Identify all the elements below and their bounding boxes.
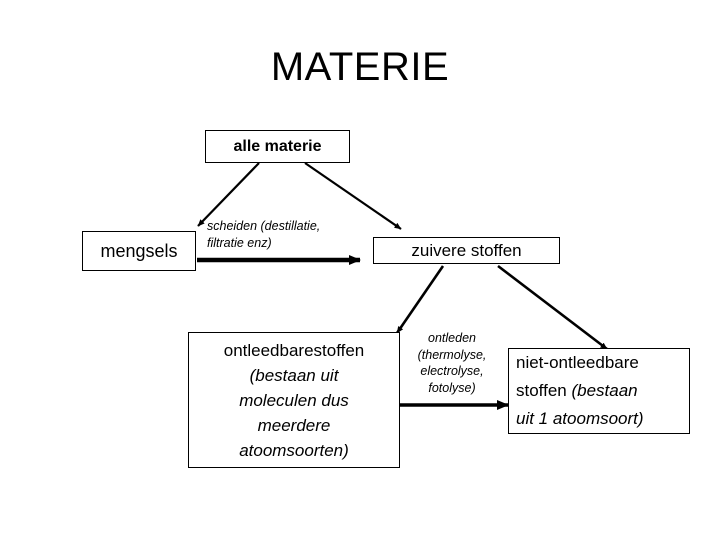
ontleedbare-line-5: atoomsoorten): [239, 440, 349, 460]
node-mengsels-label: mengsels: [100, 240, 178, 261]
ontleedbare-line-1: ontleedbarestoffen: [223, 340, 365, 360]
edge-label-ontleden: ontleden (thermolyse, electrolyse, fotol…: [398, 330, 506, 396]
niet-ontleedbare-line-2-italic: (bestaan: [571, 381, 638, 400]
node-mengsels[interactable]: mengsels: [82, 231, 196, 271]
niet-ontleedbare-line-2: stoffen (bestaan: [516, 377, 644, 405]
connector-zuiverestoffen-ontleedbare: [395, 265, 445, 334]
node-ontleedbare-stoffen[interactable]: ontleedbarestoffen (bestaan uit molecule…: [188, 332, 400, 468]
node-alle-materie[interactable]: alle materie: [205, 130, 350, 163]
edge-label-ontleden-line-3: electrolyse,: [420, 364, 484, 378]
connector-zuiverestoffen-nietontleedbare: [497, 264, 608, 351]
ontleedbare-line-3: moleculen dus: [239, 390, 349, 410]
edge-label-ontleden-line-2: (thermolyse,: [417, 347, 487, 362]
edge-label-scheiden: scheiden (destillatie, filtratie enz): [207, 218, 367, 252]
node-niet-ontleedbare-stoffen[interactable]: niet-ontleedbare stoffen (bestaan uit 1 …: [508, 348, 690, 434]
node-niet-ontleedbare-stoffen-text: niet-ontleedbare stoffen (bestaan uit 1 …: [516, 349, 644, 433]
node-ontleedbare-stoffen-text: ontleedbarestoffen (bestaan uit molecule…: [224, 338, 365, 463]
niet-ontleedbare-line-3: uit 1 atoomsoort): [516, 409, 644, 428]
node-alle-materie-label: alle materie: [233, 137, 322, 155]
ontleedbare-line-4: meerdere: [257, 415, 331, 435]
niet-ontleedbare-line-2-plain: stoffen: [516, 381, 572, 400]
niet-ontleedbare-line-1: niet-ontleedbare: [516, 353, 639, 372]
edge-label-scheiden-line-1: scheiden (destillatie,: [207, 219, 321, 233]
node-zuivere-stoffen-label: zuivere stoffen: [411, 240, 522, 260]
edge-label-scheiden-line-2: filtratie enz): [207, 236, 272, 250]
node-zuivere-stoffen[interactable]: zuivere stoffen: [373, 237, 560, 264]
edge-label-ontleden-line-4: fotolyse): [428, 380, 476, 395]
page-title: MATERIE: [270, 45, 450, 89]
ontleedbare-line-2: (bestaan uit: [249, 365, 339, 385]
edge-label-ontleden-line-1: ontleden: [428, 331, 476, 345]
connector-allematerie-mengsels: [197, 162, 260, 227]
